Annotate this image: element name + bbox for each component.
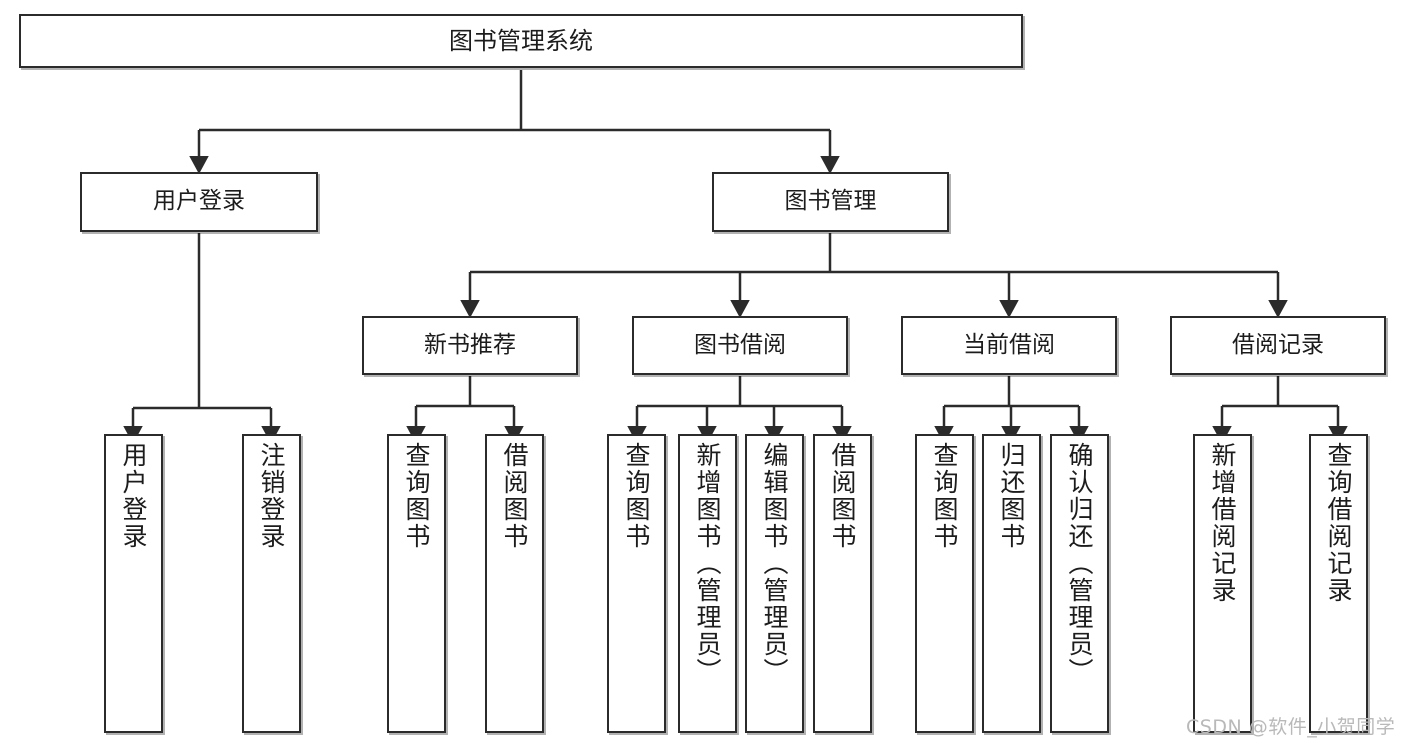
node-label: 归还图书 [997,442,1026,550]
leaf-current-confirm-return-admin[interactable]: 确认归还（管理员） [1050,434,1109,733]
node-user-login[interactable]: 用户登录 [80,172,318,232]
node-label: 新增图书（管理员） [693,442,722,685]
node-label: 查询图书 [622,442,651,550]
node-label: 当前借阅 [963,331,1055,358]
leaf-borrow-borrow-book[interactable]: 借阅图书 [813,434,872,733]
node-label: 查询图书 [930,442,959,550]
node-label: 图书管理 [784,188,877,215]
node-label: 借阅图书 [500,442,529,550]
node-label: 图书管理系统 [449,26,593,55]
leaf-new-book-borrow[interactable]: 借阅图书 [485,434,544,733]
node-root-system[interactable]: 图书管理系统 [19,14,1023,68]
node-borrow-records[interactable]: 借阅记录 [1170,316,1386,375]
node-book-management[interactable]: 图书管理 [712,172,949,232]
node-label: 借阅图书 [828,442,857,550]
node-label: 查询借阅记录 [1324,442,1353,604]
node-label: 用户登录 [153,188,245,215]
node-label: 编辑图书（管理员） [760,442,789,685]
leaf-user-login-signout[interactable]: 注销登录 [242,434,301,733]
node-label: 注销登录 [257,442,286,550]
node-current-borrow[interactable]: 当前借阅 [901,316,1117,375]
node-label: 图书借阅 [694,331,786,358]
leaf-user-login-signin[interactable]: 用户登录 [104,434,163,733]
node-label: 新书推荐 [424,331,516,358]
node-book-borrow[interactable]: 图书借阅 [632,316,848,375]
leaf-records-query-record[interactable]: 查询借阅记录 [1309,434,1368,733]
leaf-current-query-book[interactable]: 查询图书 [915,434,974,733]
node-label: 新增借阅记录 [1208,442,1237,604]
node-label: 用户登录 [119,442,148,550]
node-label: 查询图书 [402,442,431,550]
leaf-records-add-record[interactable]: 新增借阅记录 [1193,434,1252,733]
node-new-book-recommend[interactable]: 新书推荐 [362,316,578,375]
leaf-current-return-book[interactable]: 归还图书 [982,434,1041,733]
leaf-new-book-query[interactable]: 查询图书 [387,434,446,733]
leaf-borrow-query-book[interactable]: 查询图书 [607,434,666,733]
leaf-borrow-add-book-admin[interactable]: 新增图书（管理员） [678,434,737,733]
node-label: 确认归还（管理员） [1065,442,1094,685]
node-label: 借阅记录 [1232,331,1324,358]
leaf-borrow-edit-book-admin[interactable]: 编辑图书（管理员） [745,434,804,733]
